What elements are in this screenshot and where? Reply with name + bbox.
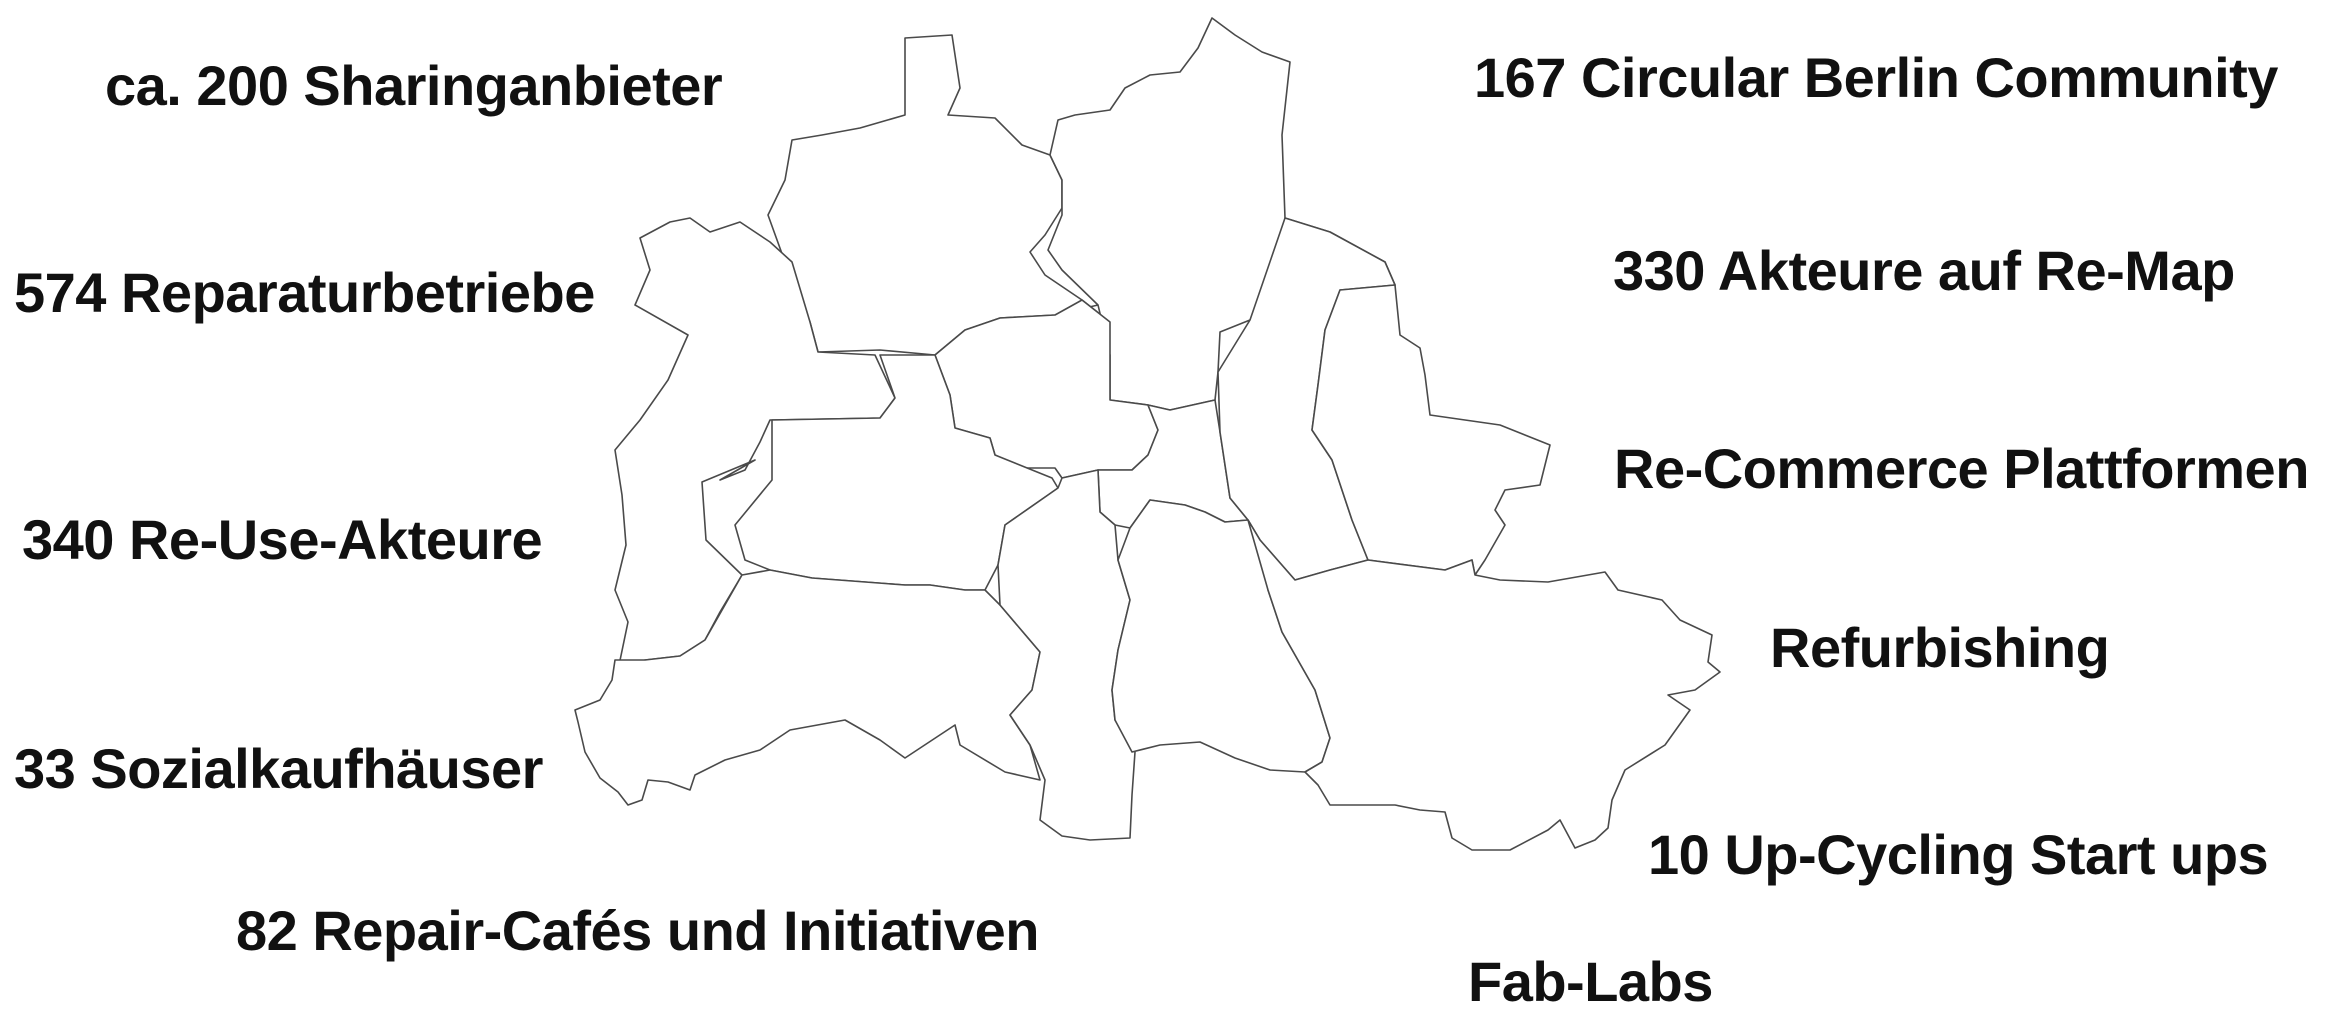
- district-reinickendorf: [767, 34, 1111, 356]
- district-marzahn: [1311, 284, 1551, 576]
- label-sozial: 33 Sozialkaufhäuser: [14, 737, 543, 800]
- district-spandau: [614, 217, 896, 671]
- label-upcycling: 10 Up-Cycling Start ups: [1648, 823, 2269, 886]
- label-fablabs: Fab-Labs: [1468, 950, 1713, 1013]
- label-refurbishing: Refurbishing: [1770, 616, 2110, 679]
- label-remap: 330 Akteure auf Re-Map: [1613, 239, 2235, 302]
- district-steglitz: [574, 569, 1041, 806]
- label-reuse: 340 Re-Use-Akteure: [22, 508, 543, 571]
- label-repaircafe: 82 Repair-Cafés und Initiativen: [236, 899, 1039, 962]
- label-recommerce: Re-Commerce Plattformen: [1614, 437, 2309, 500]
- label-reparatur: 574 Reparaturbetriebe: [14, 261, 595, 324]
- district-treptow: [1247, 519, 1721, 851]
- label-community: 167 Circular Berlin Community: [1474, 46, 2278, 109]
- label-sharing: ca. 200 Sharinganbieter: [105, 54, 723, 117]
